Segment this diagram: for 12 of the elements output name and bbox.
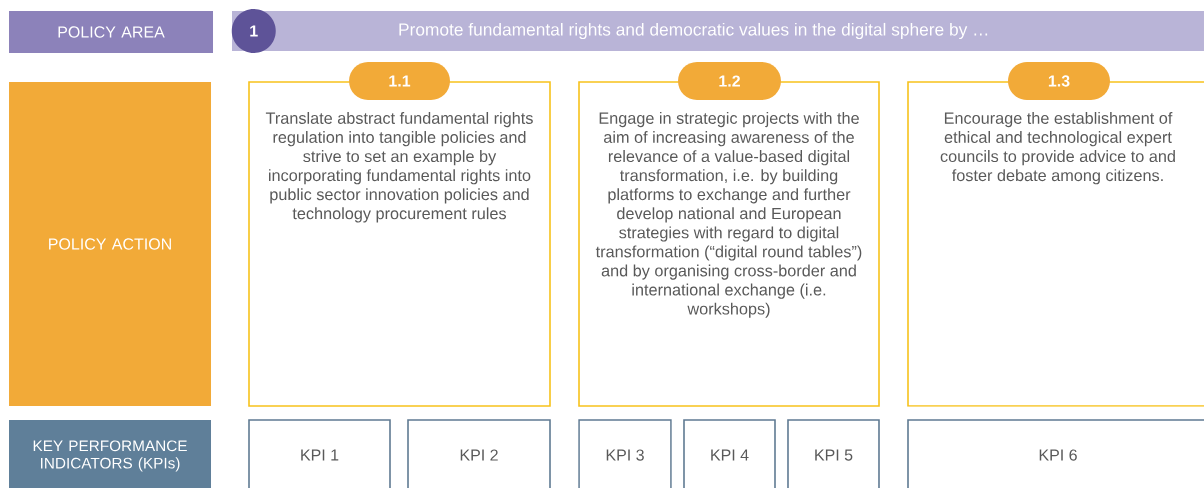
kpi-box: KPI 3 <box>578 419 672 488</box>
kpi-box: KPI 5 <box>787 419 880 488</box>
row-label: KEY PERFORMANCE INDICATORS (KPIs) <box>9 420 211 488</box>
kpi-box: KPI 6 <box>907 419 1204 488</box>
row-label: POLICY ACTION <box>9 82 211 406</box>
row-label: POLICY AREA <box>9 11 213 53</box>
action-number-tab: 1.2 <box>678 62 781 100</box>
kpi-box: KPI 4 <box>683 419 776 488</box>
action-number-tab: 1.3 <box>1008 62 1110 100</box>
kpi-box: KPI 1 <box>248 419 391 488</box>
kpi-box: KPI 2 <box>407 419 551 488</box>
action-number-tab: 1.1 <box>349 62 450 100</box>
